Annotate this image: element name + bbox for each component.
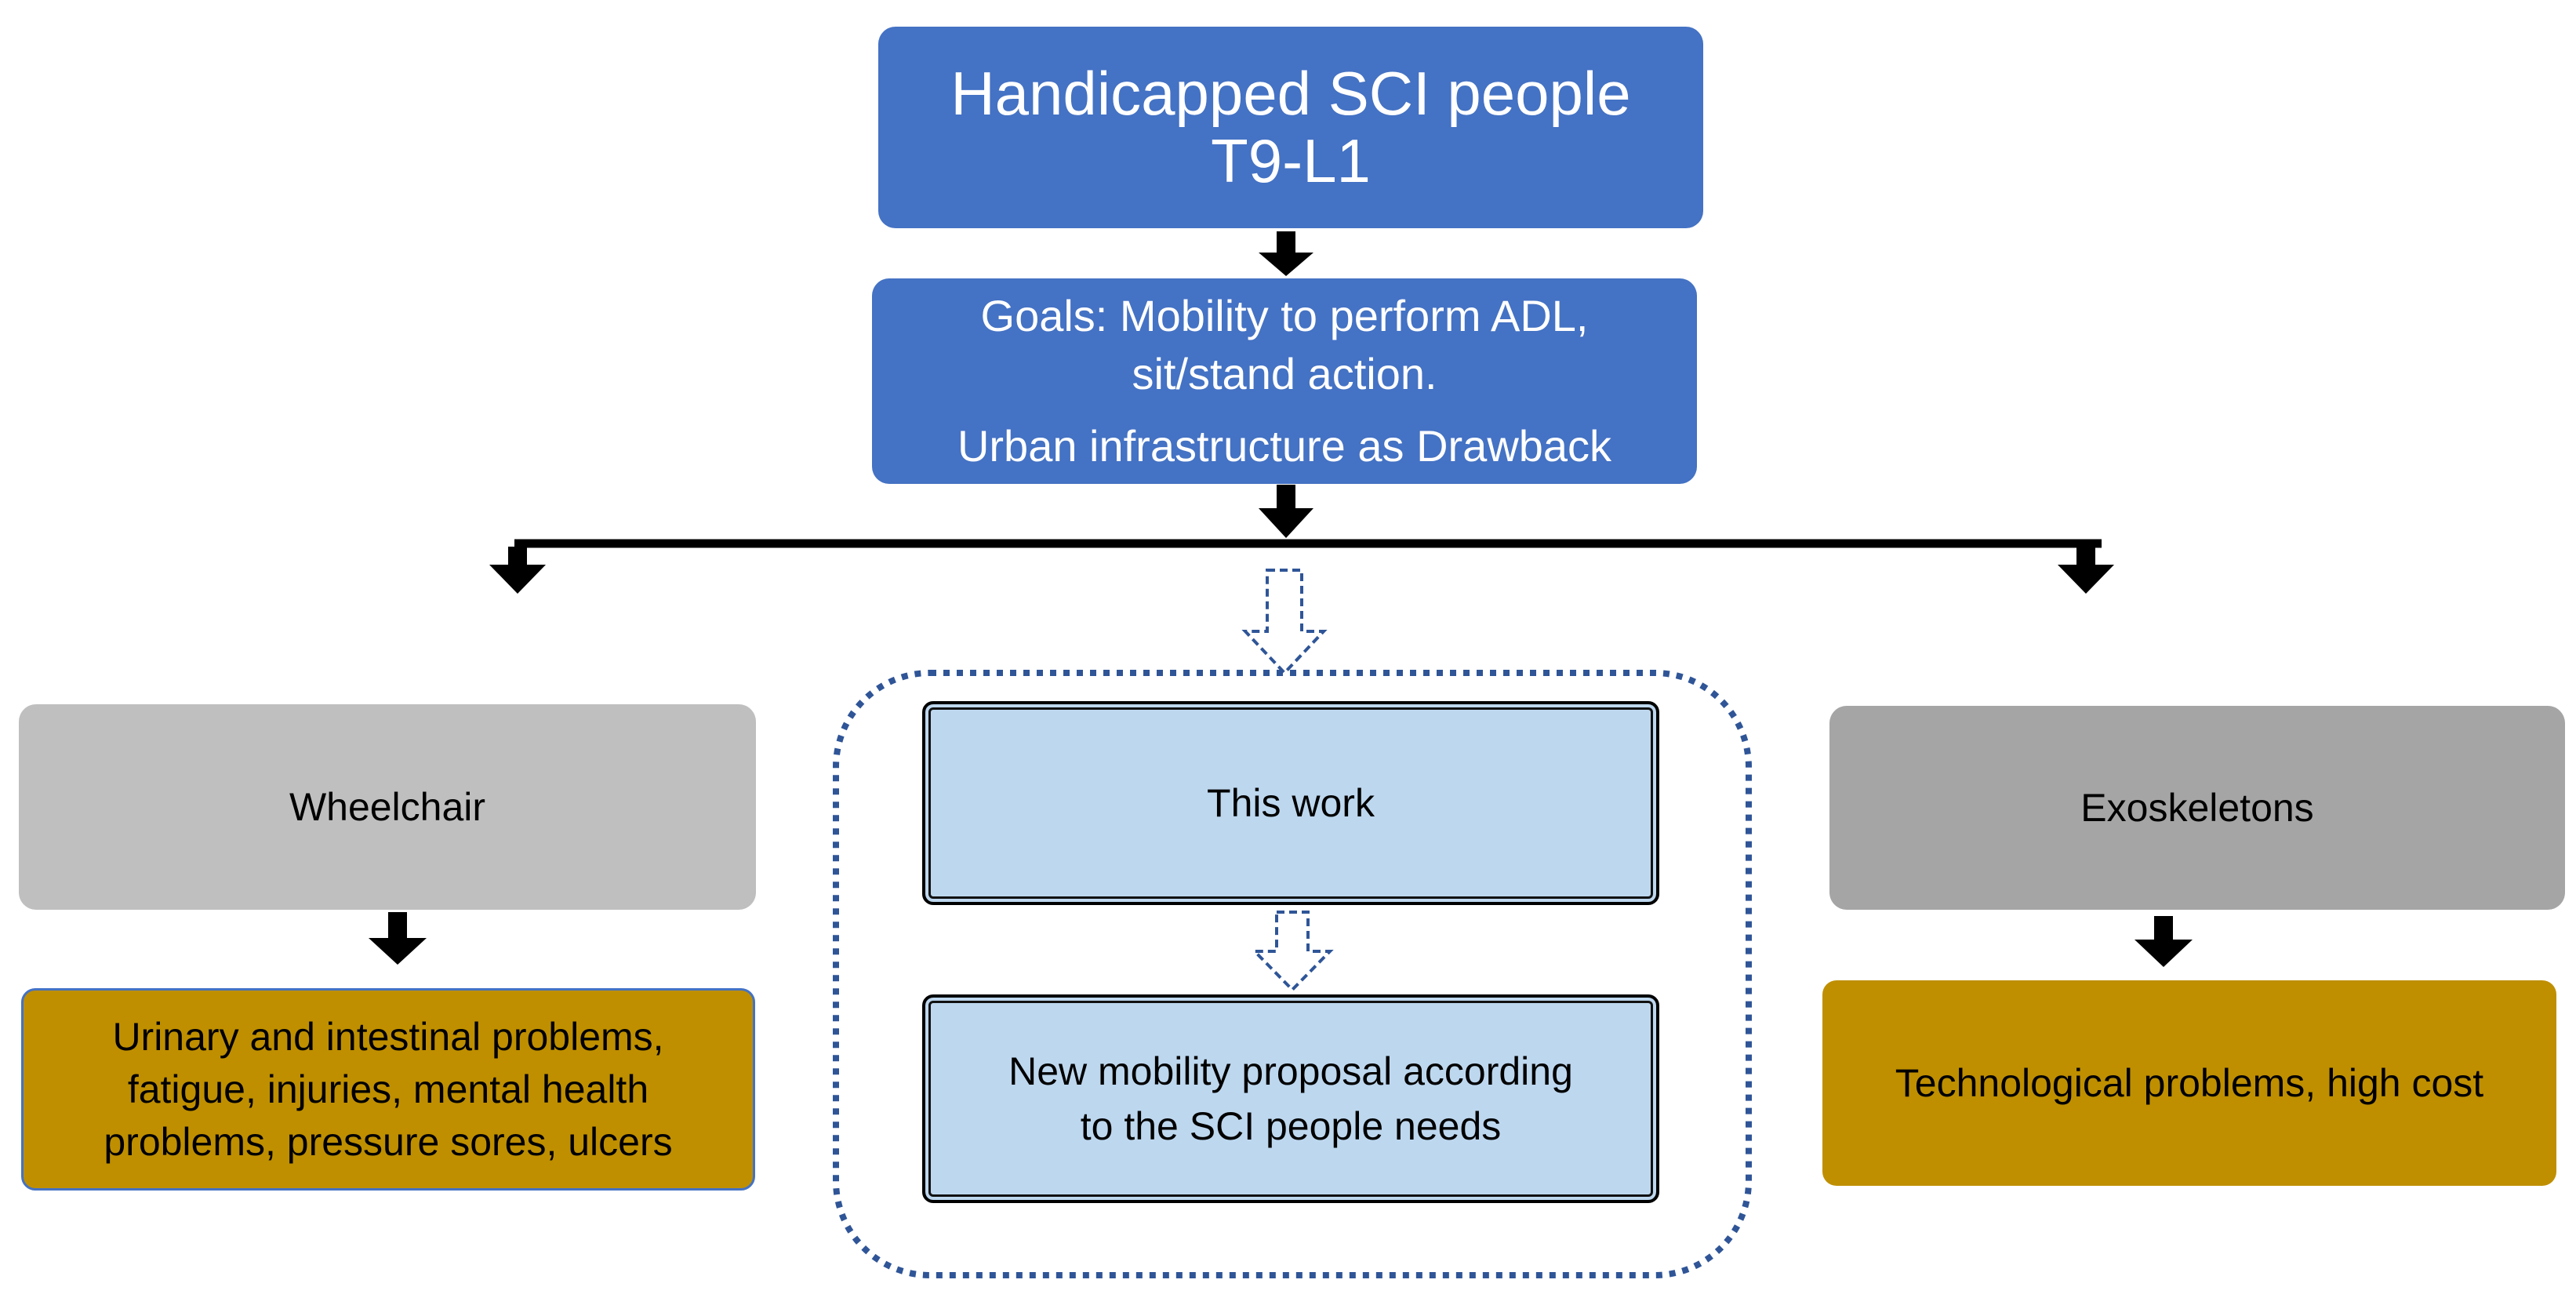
arrow-down-icon <box>369 912 427 965</box>
goals-line1: Goals: Mobility to perform ADL, <box>980 291 1589 341</box>
wheelchair-box: Wheelchair <box>19 704 756 910</box>
dashed-arrow-down-icon <box>1251 911 1334 992</box>
wheelchair-problems-line1: Urinary and intestinal problems, <box>112 1014 664 1059</box>
proposal-box: New mobility proposal according to the S… <box>922 994 1659 1203</box>
exoskeletons-box: Exoskeletons <box>1829 706 2565 910</box>
goals-line2: sit/stand action. <box>1132 349 1437 399</box>
arrow-down-icon <box>1259 485 1313 538</box>
exoskeletons-problems-box: Technological problems, high cost <box>1822 980 2556 1186</box>
exoskeletons-problems-text: Technological problems, high cost <box>1895 1060 2484 1105</box>
group-frame <box>833 670 1752 1278</box>
root-box: Handicapped SCI people T9-L1 <box>878 27 1703 228</box>
this-work-label: This work <box>1207 781 1375 825</box>
wheelchair-problems-line2: fatigue, injuries, mental health <box>127 1067 649 1111</box>
arrow-down-icon <box>489 547 546 594</box>
this-work-box: This work <box>922 701 1659 905</box>
goals-line3: Urban infrastructure as Drawback <box>957 420 1612 471</box>
proposal-line2: to the SCI people needs <box>1080 1104 1502 1148</box>
wheelchair-problems-line3: problems, pressure sores, ulcers <box>104 1119 673 1164</box>
proposal-line1: New mobility proposal according <box>1008 1049 1573 1093</box>
arrow-down-icon <box>2135 916 2193 967</box>
wheelchair-problems-box: Urinary and intestinal problems, fatigue… <box>21 988 755 1191</box>
root-title-line2: T9-L1 <box>1211 125 1371 195</box>
wheelchair-label: Wheelchair <box>289 785 486 829</box>
arrow-down-icon <box>1259 231 1313 276</box>
exoskeletons-label: Exoskeletons <box>2080 786 2314 830</box>
goals-box: Goals: Mobility to perform ADL, sit/stan… <box>872 278 1697 484</box>
dashed-arrow-down-icon <box>1241 569 1328 675</box>
arrow-down-icon <box>2058 547 2114 594</box>
root-title-line1: Handicapped SCI people <box>950 58 1631 128</box>
